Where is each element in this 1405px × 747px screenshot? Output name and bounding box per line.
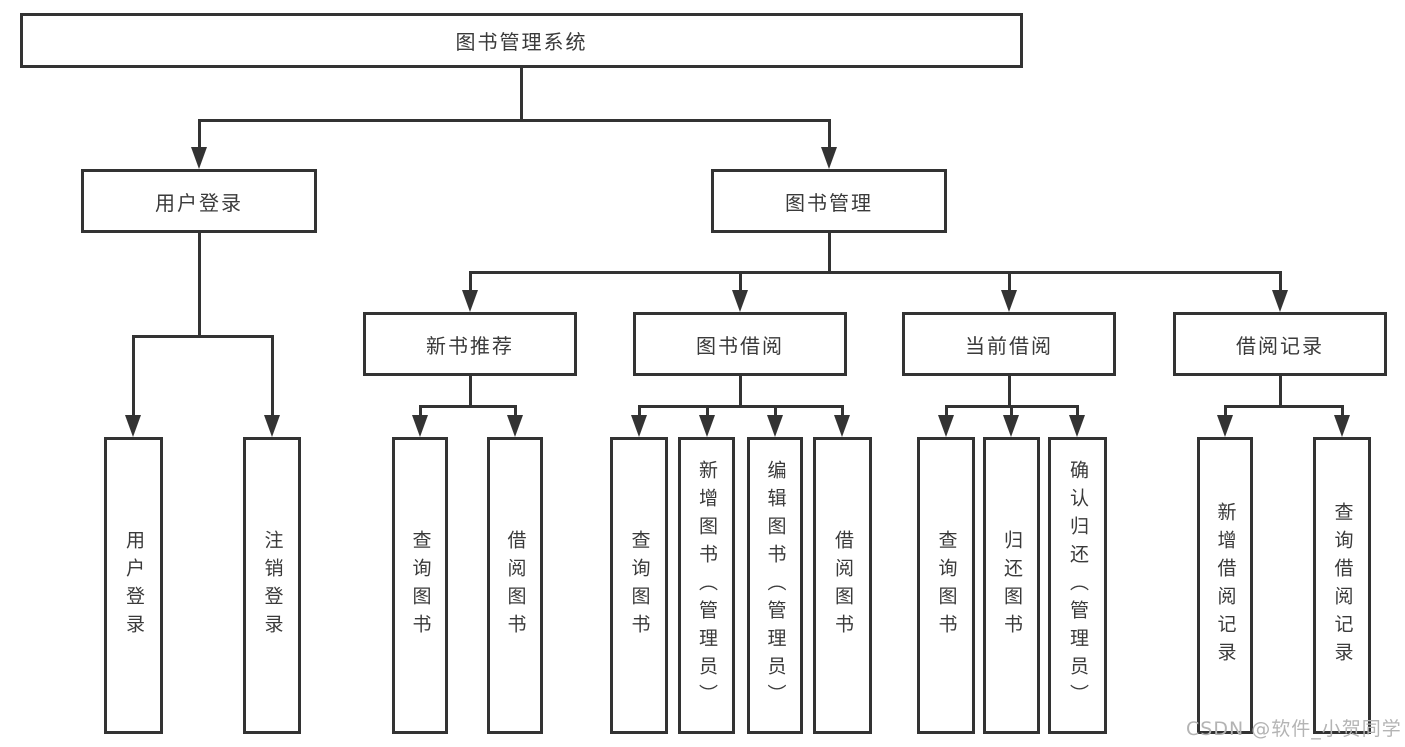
node-user-login: 用户登录 [81, 169, 317, 233]
arrow-down-icon [462, 290, 478, 312]
node-book-management: 图书管理 [711, 169, 947, 233]
node-root: 图书管理系统 [20, 13, 1023, 68]
connector-vline [419, 405, 422, 417]
node-root-label: 图书管理系统 [455, 30, 588, 54]
connector-vline [828, 233, 831, 271]
leaf-add-books-admin: 新增图书（管理员） [678, 437, 735, 734]
leaf-user-login-label: 用户登录 [123, 529, 145, 642]
leaf-add-borrow-record: 新增借阅记录 [1197, 437, 1253, 734]
leaf-add-books-admin-label: 新增图书（管理员） [696, 459, 718, 712]
arrow-down-icon [1334, 415, 1350, 437]
arrow-down-icon [507, 415, 523, 437]
arrow-down-icon [699, 415, 715, 437]
connector-vline [945, 405, 948, 417]
connector-vline [520, 68, 523, 119]
connector-vline [1076, 405, 1079, 417]
connector-vline [469, 271, 472, 292]
arrow-down-icon [191, 147, 207, 169]
connector-vline [469, 376, 472, 405]
connector-vline [271, 335, 274, 417]
arrow-down-icon [125, 415, 141, 437]
node-book-borrow-label: 图书借阅 [696, 333, 784, 358]
connector-vline [1279, 271, 1282, 292]
leaf-query-books-recommend-label: 查询图书 [409, 529, 432, 642]
node-user-login-label: 用户登录 [155, 190, 243, 215]
leaf-query-borrow-record-label: 查询借阅记录 [1331, 501, 1354, 670]
connector-hline [638, 405, 843, 408]
connector-vline [638, 405, 641, 417]
leaf-borrow-books-recommend: 借阅图书 [487, 437, 543, 734]
leaf-borrow-books: 借阅图书 [813, 437, 872, 734]
arrow-down-icon [767, 415, 783, 437]
connector-vline [1341, 405, 1344, 417]
leaf-query-books-current: 查询图书 [917, 437, 975, 734]
connector-hline [132, 335, 273, 338]
node-borrow-records-label: 借阅记录 [1236, 333, 1324, 358]
connector-vline [1279, 376, 1282, 405]
connector-vline [706, 405, 709, 417]
connector-vline [739, 271, 742, 292]
arrow-down-icon [1069, 415, 1085, 437]
leaf-add-borrow-record-label: 新增借阅记录 [1214, 501, 1237, 670]
leaf-user-login: 用户登录 [104, 437, 163, 734]
leaf-edit-books-admin-label: 编辑图书（管理员） [764, 459, 787, 712]
leaf-confirm-return-admin-label: 确认归还（管理员） [1067, 459, 1089, 712]
leaf-logout: 注销登录 [243, 437, 301, 734]
connector-vline [828, 119, 831, 149]
arrow-down-icon [1217, 415, 1233, 437]
node-current-borrow-label: 当前借阅 [965, 333, 1053, 358]
connector-vline [1008, 271, 1011, 292]
node-book-management-label: 图书管理 [785, 190, 873, 215]
leaf-query-books-borrow: 查询图书 [610, 437, 668, 734]
connector-hline [198, 119, 830, 122]
connector-vline [1008, 376, 1011, 405]
leaf-return-books: 归还图书 [983, 437, 1040, 734]
leaf-query-books-borrow-label: 查询图书 [628, 529, 651, 642]
node-borrow-records: 借阅记录 [1173, 312, 1387, 376]
connector-vline [1224, 405, 1227, 417]
connector-vline [198, 119, 201, 149]
node-new-book-recommend: 新书推荐 [363, 312, 577, 376]
connector-hline [469, 271, 1281, 274]
node-book-borrow: 图书借阅 [633, 312, 847, 376]
connector-vline [739, 376, 742, 405]
connector-vline [774, 405, 777, 417]
leaf-query-books-recommend: 查询图书 [392, 437, 448, 734]
leaf-logout-label: 注销登录 [261, 529, 284, 642]
connector-hline [419, 405, 516, 408]
connector-vline [514, 405, 517, 417]
leaf-borrow-books-label: 借阅图书 [832, 529, 854, 642]
arrow-down-icon [938, 415, 954, 437]
connector-vline [198, 233, 201, 335]
arrow-down-icon [1001, 290, 1017, 312]
leaf-query-borrow-record: 查询借阅记录 [1313, 437, 1371, 734]
arrow-down-icon [1272, 290, 1288, 312]
leaf-confirm-return-admin: 确认归还（管理员） [1048, 437, 1107, 734]
connector-hline [1224, 405, 1343, 408]
leaf-borrow-books-recommend-label: 借阅图书 [504, 529, 527, 642]
arrow-down-icon [631, 415, 647, 437]
arrow-down-icon [412, 415, 428, 437]
node-new-book-recommend-label: 新书推荐 [426, 333, 514, 358]
connector-vline [1010, 405, 1013, 417]
leaf-query-books-current-label: 查询图书 [935, 529, 958, 642]
arrow-down-icon [834, 415, 850, 437]
connector-vline [841, 405, 844, 417]
arrow-down-icon [732, 290, 748, 312]
connector-vline [132, 335, 135, 417]
arrow-down-icon [264, 415, 280, 437]
csdn-watermark: CSDN @软件_小贺同学 [1186, 718, 1402, 740]
arrow-down-icon [1003, 415, 1019, 437]
arrow-down-icon [821, 147, 837, 169]
leaf-return-books-label: 归还图书 [1001, 529, 1023, 642]
node-current-borrow: 当前借阅 [902, 312, 1116, 376]
leaf-edit-books-admin: 编辑图书（管理员） [747, 437, 803, 734]
